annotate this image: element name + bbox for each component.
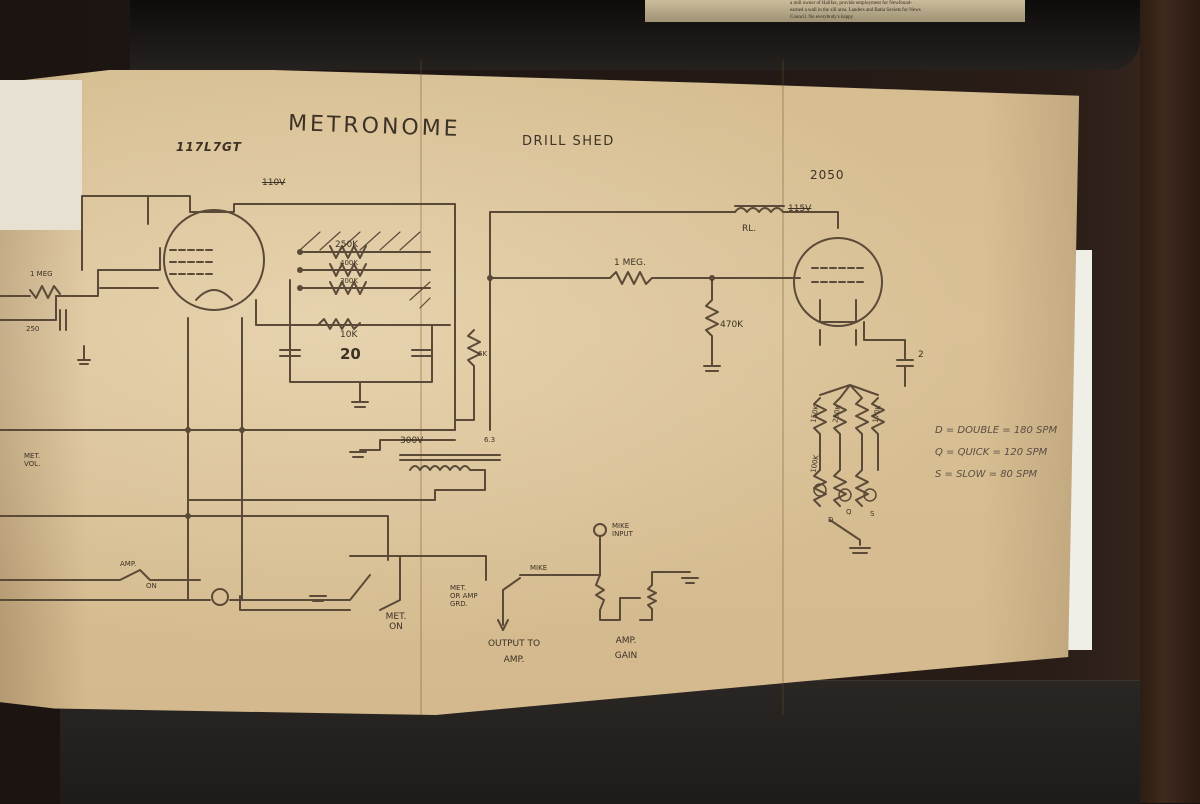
label-110v: 110V (262, 178, 286, 188)
mike-input-jack (593, 523, 607, 537)
label-pin-s: S (870, 510, 875, 518)
label-2: 2 (918, 350, 924, 360)
label-output-to-amp: OUTPUT TO AMP. (487, 639, 541, 665)
label-250: 250 (26, 325, 40, 333)
tube-left-label: 117L7GT (176, 140, 242, 154)
paper-fold (782, 60, 784, 715)
diagram-subtitle: DRILL SHED (522, 134, 615, 149)
label-met-amp-grd: MET. OR AMP GRD. (450, 584, 478, 608)
resistor-300k (329, 281, 367, 295)
clipping-line: earned a wall in the sill area. Landers … (790, 8, 921, 13)
clipping-line: Council. No everybody's happy (790, 15, 854, 20)
label-pin-q: Q (846, 508, 852, 516)
resistor-1meg-left (29, 285, 61, 299)
tube-right-label: 2050 (810, 168, 845, 182)
capacitor-right (411, 349, 433, 357)
schematic-sheet (0, 70, 1080, 715)
label-400k: 400K (340, 259, 358, 267)
label-amp-gain: AMP. GAIN (614, 636, 638, 661)
label-470k: 470K (720, 320, 744, 330)
attached-note-stub (0, 80, 82, 230)
paper-fold (420, 60, 422, 715)
label-20: 20 (340, 345, 361, 363)
legend-double: D = DOUBLE = 180 SPM (935, 425, 1058, 436)
resistor-400k (329, 263, 367, 277)
label-250k: 250K (335, 240, 359, 250)
tube-2050-envelope (793, 237, 883, 327)
label-amp: AMP. (120, 560, 137, 568)
clipping-line: a mill owner of Halifax, provide employm… (790, 1, 913, 6)
label-300k: 300K (340, 277, 358, 285)
label-10k: 10K (340, 330, 358, 340)
label-300v: 300V (400, 436, 424, 446)
resistor-250k (329, 245, 367, 259)
newspaper-clipping (645, 0, 1025, 22)
tube-117l7gt-envelope (163, 209, 265, 311)
label-1meg-right: 1 MEG. (614, 258, 646, 268)
label-mike-input: MIKE INPUT (612, 522, 633, 538)
label-1meg-left: 1 MEG (30, 270, 53, 278)
label-met-on: MET. ON (385, 612, 407, 632)
label-mike: MIKE (530, 564, 548, 572)
label-6-3: 6.3 (484, 436, 496, 444)
label-115v: 115V (788, 204, 812, 214)
label-relay: RL. (742, 224, 757, 234)
label-pin-d: D (828, 516, 834, 524)
legend-slow: S = SLOW = 80 SPM (935, 469, 1038, 480)
resistor-10k (317, 318, 361, 330)
clipping-text: a mill owner of Halifax, provide employm… (790, 0, 1020, 21)
tube-heater (195, 289, 233, 301)
label-on: ON (146, 582, 157, 590)
wooden-shelf (1140, 0, 1200, 803)
label-6k: 6K (478, 350, 488, 358)
sheet-shading (0, 70, 1080, 715)
label-met-vol: MET. VOL. (24, 452, 41, 468)
capacitor-left (279, 349, 301, 357)
legend-quick: Q = QUICK = 120 SPM (935, 447, 1048, 458)
